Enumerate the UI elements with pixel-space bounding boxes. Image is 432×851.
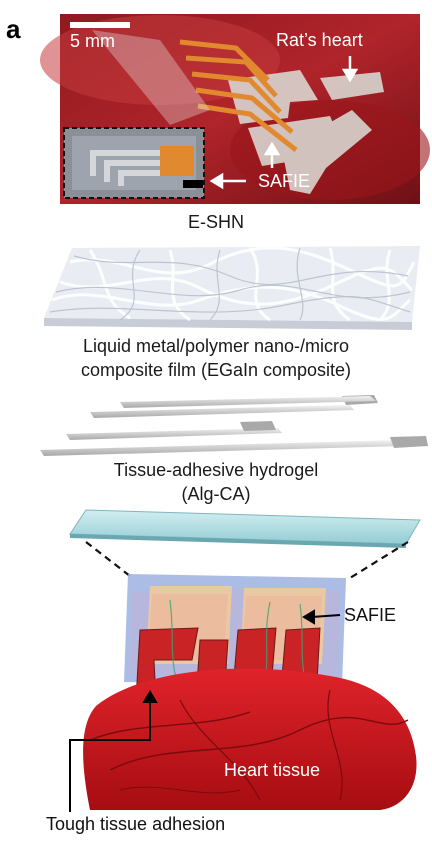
callout-lines [69, 609, 341, 812]
strip-4 [40, 440, 404, 456]
inset-device-photo [63, 127, 205, 199]
panel-letter: a [6, 14, 21, 44]
strip-2 [120, 396, 376, 408]
egain-strips [40, 395, 428, 456]
tough-adhesion-label: Tough tissue adhesion [46, 814, 226, 834]
eshn-label: E-SHN [187, 212, 244, 232]
liquid-metal-label-line2: composite film (EGaIn composite) [80, 360, 352, 380]
eshn-mesh-layer [44, 246, 420, 330]
safie-assembly-label: SAFIE [344, 605, 397, 625]
liquid-metal-label-line1: Liquid metal/polymer nano-/micro [82, 336, 350, 356]
scale-bar [70, 22, 130, 28]
heart-tissue-label: Heart tissue [224, 760, 321, 780]
strip-3 [66, 428, 282, 440]
rats-heart-label: Rat’s heart [276, 30, 363, 50]
photo-arrows [209, 56, 359, 190]
photo-panel [40, 14, 430, 204]
projection-lines [85, 541, 409, 579]
hydrogel-label-line1: Tissue-adhesive hydrogel [113, 460, 319, 480]
safie-photo-label: SAFIE [258, 171, 311, 191]
hydrogel-slab [69, 509, 421, 548]
strip-1 [90, 405, 354, 418]
strip-3-pad [240, 421, 276, 431]
strip-4-pad [390, 436, 428, 448]
heart-illustration [83, 668, 417, 810]
hydrogel-label-line2: (Alg-CA) [181, 484, 251, 504]
scale-bar-label: 5 mm [70, 31, 115, 51]
electrode-leads [179, 39, 298, 152]
